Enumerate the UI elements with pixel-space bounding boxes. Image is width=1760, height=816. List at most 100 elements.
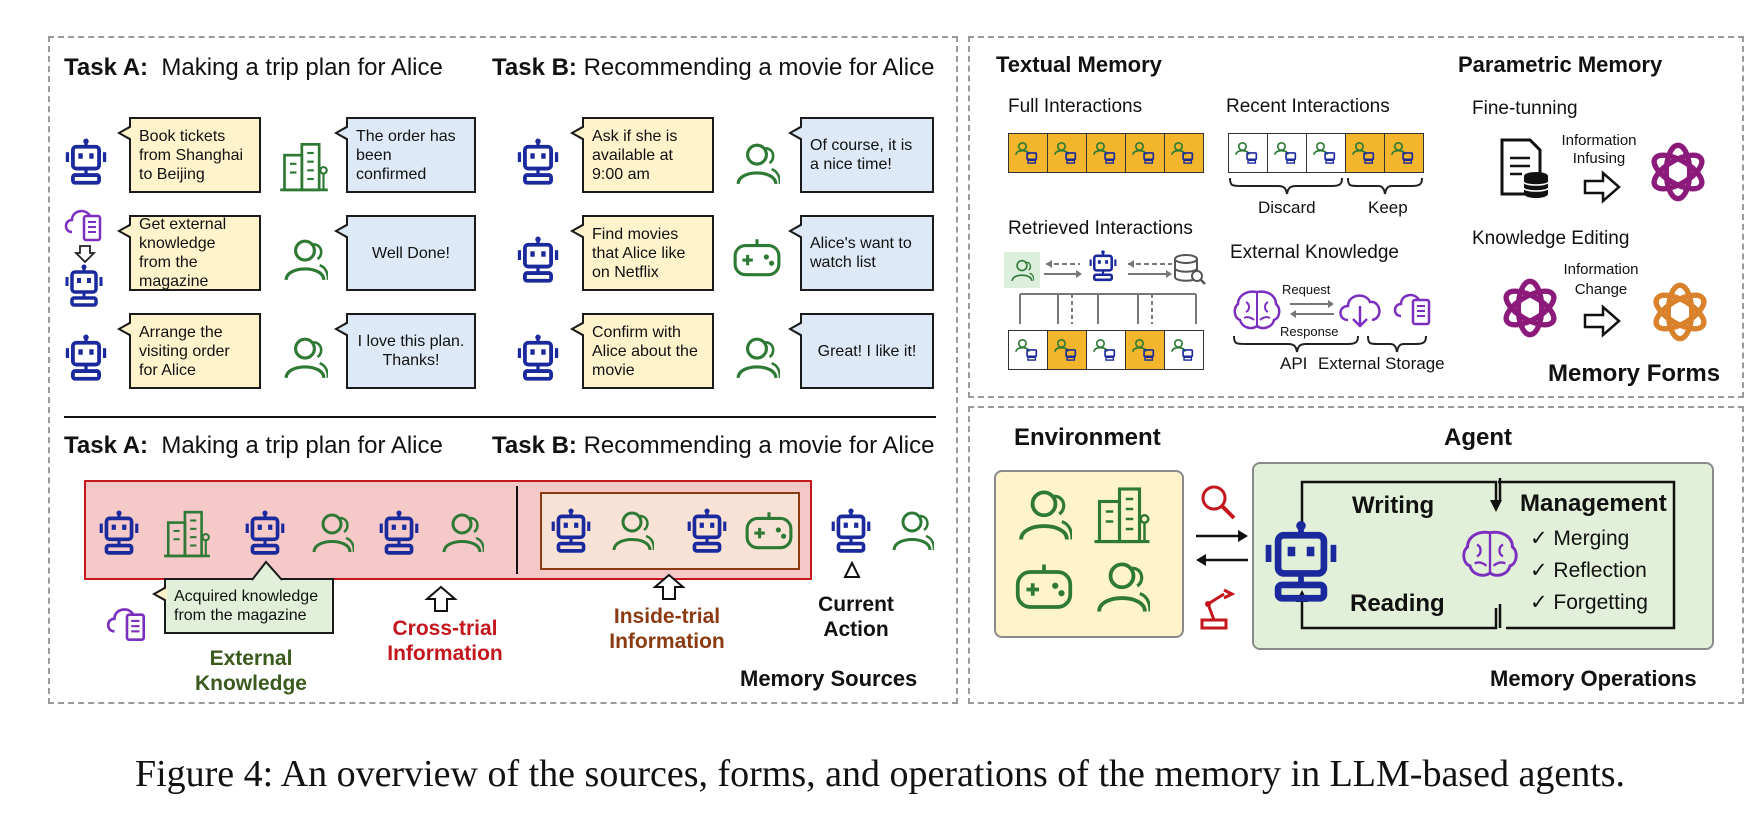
response-bubble: I love this plan. Thanks! bbox=[334, 313, 476, 389]
environment-title: Environment bbox=[1014, 424, 1161, 451]
memory-sources-label: Memory Sources bbox=[740, 666, 918, 691]
memory-operations-panel bbox=[968, 406, 1744, 704]
interaction-icon bbox=[1273, 140, 1301, 164]
full-interactions-label: Full Interactions bbox=[1008, 96, 1143, 117]
arrow-up-icon bbox=[652, 573, 686, 600]
info-infusing-label: Information Infusing bbox=[1561, 132, 1637, 167]
robot-icon bbox=[516, 236, 560, 284]
interaction-icon bbox=[1053, 140, 1081, 164]
llm-logo-icon bbox=[1646, 140, 1710, 204]
task-a-title-bottom: Task A: Making a trip plan for Alice bbox=[64, 432, 443, 459]
bidirectional-arrows bbox=[1196, 530, 1248, 566]
triangle-up-icon bbox=[843, 560, 861, 578]
human-icon bbox=[440, 510, 484, 554]
task-b-title-bottom: Task B: Recommending a movie for Alice bbox=[492, 432, 935, 459]
interaction-icon bbox=[1170, 140, 1198, 164]
interaction-icon bbox=[1092, 140, 1120, 164]
agent-bubble: Book tickets from Shanghai to Beijing bbox=[117, 117, 261, 193]
recent-interactions-label: Recent Interactions bbox=[1226, 96, 1390, 117]
management-label: Management bbox=[1520, 490, 1667, 517]
task-a-title-top: Task A: Making a trip plan for Alice bbox=[64, 54, 443, 81]
robot-arm-icon bbox=[1200, 588, 1236, 630]
cloud-book-icon bbox=[62, 202, 106, 246]
interaction-icon bbox=[1170, 337, 1198, 361]
human-icon bbox=[310, 510, 354, 554]
task-b-title-top: Task B: Recommending a movie for Alice bbox=[492, 54, 935, 81]
management-item: ✓ Reflection bbox=[1530, 559, 1647, 582]
writing-label: Writing bbox=[1352, 492, 1435, 519]
fine-tuning-label: Fine-tunning bbox=[1472, 98, 1578, 119]
response-bubble: The order has been confirmed bbox=[334, 117, 476, 193]
human-icon bbox=[282, 334, 328, 380]
api-label: API bbox=[1280, 354, 1308, 373]
retrieval-connector-lines bbox=[1019, 293, 1197, 324]
interaction-icon bbox=[1351, 140, 1379, 164]
human-icon bbox=[1016, 486, 1072, 542]
interaction-icon bbox=[1014, 337, 1042, 361]
brace-icon bbox=[1229, 177, 1423, 195]
agent-bubble: Confirm with Alice about the movie bbox=[570, 313, 714, 389]
building-icon bbox=[164, 508, 210, 558]
full-interactions-strip bbox=[1008, 133, 1204, 173]
knowledge-editing-label: Knowledge Editing bbox=[1472, 228, 1630, 249]
robot-icon bbox=[686, 508, 728, 554]
human-icon bbox=[282, 236, 328, 282]
robot-icon bbox=[550, 508, 592, 554]
robot-icon bbox=[516, 138, 560, 186]
robot-icon bbox=[516, 334, 560, 382]
interaction-icon bbox=[1131, 337, 1159, 361]
management-item: ✓ Merging bbox=[1530, 527, 1630, 550]
agent-bubble: Find movies that Alice like on Netflix bbox=[570, 215, 714, 291]
human-icon bbox=[1094, 558, 1150, 614]
request-label: Request bbox=[1282, 282, 1331, 297]
cross-trial-label: Cross-trial Information bbox=[387, 617, 503, 665]
response-label: Response bbox=[1280, 324, 1339, 339]
robot-icon bbox=[1088, 250, 1118, 282]
interaction-icon bbox=[1390, 140, 1418, 164]
arrow-down-icon bbox=[73, 245, 97, 264]
response-bubble: Alice's want to watch list bbox=[788, 215, 934, 291]
llm-logo-icon bbox=[1648, 280, 1712, 344]
divider-line bbox=[64, 416, 936, 418]
arrow-right-icon bbox=[1583, 304, 1621, 338]
agent-title: Agent bbox=[1444, 424, 1512, 451]
interaction-icon bbox=[1234, 140, 1262, 164]
robot-icon bbox=[1262, 520, 1340, 604]
textual-memory-title: Textual Memory bbox=[996, 52, 1162, 77]
info-change-label: Information Change bbox=[1563, 261, 1639, 298]
agent-bubble: Get external knowledge from the magazine bbox=[117, 215, 261, 291]
current-action-label: Current Action bbox=[818, 593, 894, 641]
human-icon bbox=[890, 508, 934, 552]
brace-icon bbox=[1233, 335, 1427, 353]
building-icon bbox=[1094, 484, 1150, 544]
memory-operations-label: Memory Operations bbox=[1490, 666, 1697, 691]
retrieved-interactions-label: Retrieved Interactions bbox=[1008, 218, 1193, 239]
gamepad-icon bbox=[732, 236, 782, 280]
gamepad-icon bbox=[1014, 562, 1074, 612]
environment-box bbox=[994, 470, 1184, 638]
arrow-right-icon bbox=[1583, 170, 1621, 204]
response-bubble: Well Done! bbox=[334, 215, 476, 291]
brain-icon bbox=[1460, 528, 1520, 580]
agent-box bbox=[1252, 462, 1714, 650]
robot-icon bbox=[98, 510, 140, 556]
human-icon bbox=[734, 334, 780, 380]
keep-label: Keep bbox=[1368, 198, 1408, 217]
callout-pointer bbox=[251, 560, 283, 581]
memory-forms-panel bbox=[968, 36, 1744, 398]
building-icon bbox=[278, 140, 330, 192]
response-bubble: Of course, it is a nice time! bbox=[788, 117, 934, 193]
robot-icon bbox=[378, 510, 420, 556]
brain-icon bbox=[1232, 288, 1282, 332]
human-icon bbox=[610, 508, 654, 552]
external-knowledge-label: External Knowledge bbox=[194, 647, 307, 695]
llm-logo-icon bbox=[1498, 276, 1562, 340]
recent-interactions-strip bbox=[1228, 133, 1424, 173]
strip-separator bbox=[516, 486, 518, 574]
cloud-book-icon bbox=[1390, 286, 1436, 330]
request-response-arrows bbox=[1290, 300, 1334, 318]
human-icon bbox=[734, 140, 780, 186]
figure-caption: Figure 4: An overview of the sources, fo… bbox=[134, 753, 1626, 795]
interaction-icon bbox=[1092, 337, 1120, 361]
interaction-icon bbox=[1131, 140, 1159, 164]
